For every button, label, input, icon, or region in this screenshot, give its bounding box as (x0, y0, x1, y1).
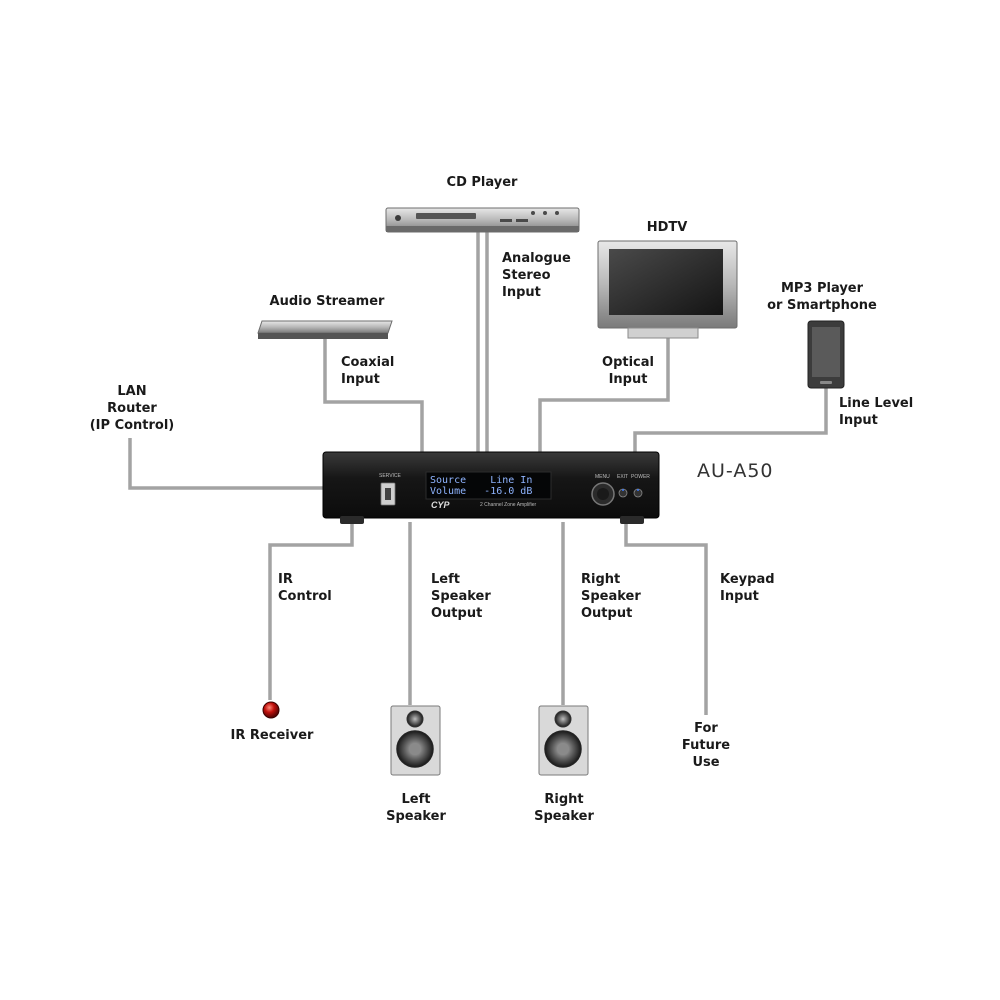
label-keypad-input: Keypad Input (720, 571, 775, 605)
hdtv-device (597, 240, 738, 339)
smartphone-device (807, 320, 845, 389)
cd-player-device (385, 207, 580, 233)
label-right-speaker-line1: Right (544, 792, 584, 807)
label-right-speaker: Right Speaker (524, 791, 604, 825)
brand-logo: CYP (431, 500, 450, 510)
display-line-2: Volume -16.0 dB (430, 486, 533, 497)
label-analogue-line3: Input (502, 285, 541, 300)
label-mp3-line2: or Smartphone (767, 298, 877, 313)
label-left-speaker-line1: Left (401, 792, 431, 807)
label-mp3-player: MP3 Player or Smartphone (758, 280, 886, 314)
left-speaker-device (390, 705, 441, 776)
label-left-speaker-line2: Speaker (386, 809, 446, 824)
label-lan-line3: (IP Control) (89, 418, 175, 433)
label-line-level-line2: Input (839, 413, 878, 428)
service-label: SERVICE (379, 473, 401, 479)
label-left-output-line1: Left (431, 572, 460, 587)
label-left-speaker-output: Left Speaker Output (431, 571, 491, 622)
label-audio-streamer: Audio Streamer (269, 294, 385, 309)
label-right-speaker-output: Right Speaker Output (581, 571, 641, 622)
label-mp3-line1: MP3 Player (780, 281, 864, 296)
label-keypad-line1: Keypad (720, 572, 775, 587)
amplifier-model-label: AU-A50 (697, 460, 774, 482)
label-right-output-line2: Speaker (581, 589, 641, 604)
label-lan-router: LAN Router (IP Control) (82, 383, 182, 434)
label-hdtv: HDTV (646, 220, 688, 235)
exit-label: EXIT (617, 474, 629, 480)
cable-line-level (633, 385, 828, 455)
label-future-line1: For (694, 721, 718, 736)
label-future-use: For Future Use (666, 720, 746, 771)
label-left-speaker: Left Speaker (376, 791, 456, 825)
label-future-line3: Use (692, 755, 720, 770)
cable-coaxial (323, 338, 424, 455)
label-right-output-line1: Right (581, 572, 621, 587)
label-lan-line1: LAN (117, 384, 147, 399)
cable-keypad (624, 522, 708, 715)
label-future-line2: Future (681, 738, 731, 753)
label-right-output-line3: Output (581, 606, 633, 621)
label-left-output-line3: Output (431, 606, 483, 621)
ir-receiver-device (262, 701, 280, 719)
menu-label: MENU (595, 474, 610, 480)
label-cd-player: CD Player (446, 175, 518, 190)
label-optical-input: Optical Input (594, 354, 662, 388)
label-line-level-input: Line Level Input (839, 395, 913, 429)
label-line-level-line1: Line Level (839, 396, 914, 411)
label-optical-line1: Optical (602, 355, 654, 370)
label-ir-control-line2: Control (278, 589, 332, 604)
power-label: POWER (631, 474, 650, 480)
right-speaker-device (538, 705, 589, 776)
label-optical-line2: Input (608, 372, 648, 387)
label-right-speaker-line2: Speaker (534, 809, 594, 824)
amplifier-device (322, 451, 660, 524)
label-ir-control: IR Control (278, 571, 332, 605)
amplifier-subtitle: 2 Channel Zone Amplifier (480, 502, 537, 508)
cable-optical (538, 338, 670, 455)
label-coaxial-line2: Input (341, 372, 380, 387)
label-analogue-input: Analogue Stereo Input (502, 250, 571, 301)
label-analogue-line2: Stereo (502, 268, 551, 283)
cable-ir (268, 522, 354, 700)
cable-lan (128, 438, 323, 490)
display-line-1: Source Line In (430, 475, 533, 486)
label-coaxial-line1: Coaxial (341, 355, 395, 370)
audio-streamer-device (257, 320, 393, 339)
label-left-output-line2: Speaker (431, 589, 491, 604)
label-ir-receiver: IR Receiver (230, 728, 314, 743)
label-ir-control-line1: IR (278, 572, 293, 587)
label-coaxial-input: Coaxial Input (341, 354, 394, 388)
label-lan-line2: Router (107, 401, 157, 416)
label-analogue-line1: Analogue (502, 251, 571, 266)
label-keypad-line2: Input (720, 589, 759, 604)
